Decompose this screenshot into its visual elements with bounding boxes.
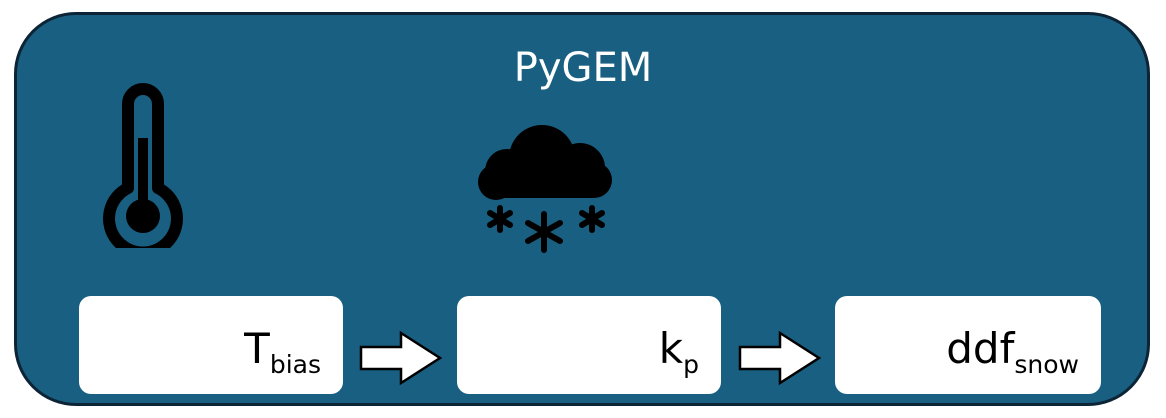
tbias-subscript: bias: [269, 350, 321, 379]
tbias-label: Tbias: [244, 324, 321, 378]
kp-box: kp: [457, 296, 721, 394]
kp-label: kp: [658, 324, 699, 378]
ddfsnow-label: ddfsnow: [946, 324, 1079, 378]
tbias-symbol: T: [244, 324, 270, 373]
snow-cloud-icon: [478, 125, 612, 253]
arrow-right-icon: [738, 330, 822, 386]
kp-subscript: p: [683, 350, 699, 379]
thermometer-icon: [103, 83, 183, 248]
ddfsnow-subscript: snow: [1014, 350, 1079, 379]
ddfsnow-symbol: ddf: [946, 324, 1015, 373]
arrow-right-icon: [359, 330, 443, 386]
tbias-box: Tbias: [79, 296, 343, 394]
diagram-title: PyGEM: [513, 45, 653, 91]
kp-symbol: k: [658, 324, 684, 373]
ddfsnow-box: ddfsnow: [835, 296, 1101, 394]
